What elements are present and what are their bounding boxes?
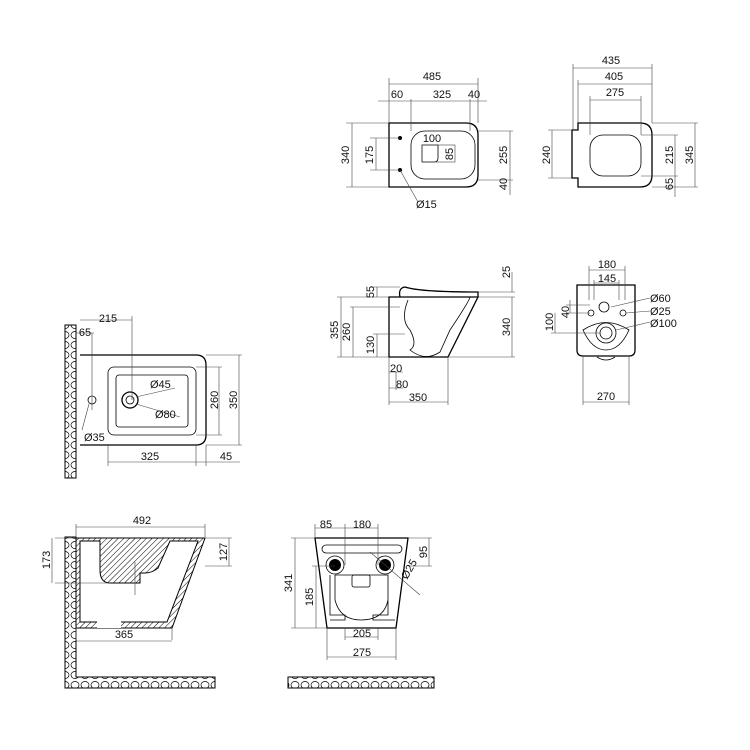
floor <box>287 676 435 689</box>
dim-d25-bidet: Ø25 <box>399 557 420 581</box>
dim-60: 60 <box>391 89 403 101</box>
dim-80: 80 <box>396 379 408 391</box>
dim-205: 205 <box>353 628 371 640</box>
dim-d80: Ø80 <box>155 409 176 421</box>
dim-100-rear: 100 <box>544 313 556 331</box>
dim-325-bidet: 325 <box>141 451 159 463</box>
dim-180-bidet: 180 <box>353 519 371 531</box>
dim-40-vertical: 40 <box>498 178 510 190</box>
dim-350-side: 350 <box>409 392 427 404</box>
dim-25: 25 <box>501 266 513 278</box>
dim-d45: Ø45 <box>150 379 171 391</box>
dim-85: 85 <box>320 519 332 531</box>
dim-255: 255 <box>498 146 510 164</box>
dim-260-side: 260 <box>341 323 353 341</box>
dim-345: 345 <box>684 146 696 164</box>
dim-173: 173 <box>41 551 53 569</box>
dim-20: 20 <box>390 363 402 375</box>
bidet-side-view: 492 173 127 365 <box>41 515 232 689</box>
dim-365: 365 <box>115 629 133 641</box>
wall <box>64 324 77 479</box>
dim-270: 270 <box>597 391 615 403</box>
wc-top-view: 485 60 325 40 340 175 100 85 255 40 Ø15 <box>340 71 513 211</box>
dim-275-bidet: 275 <box>353 647 371 659</box>
dim-405: 405 <box>605 71 623 83</box>
dim-435: 435 <box>602 55 620 67</box>
dim-d25-rear: Ø25 <box>650 306 671 318</box>
bidet-rear-view: 85 180 95 341 185 Ø25 205 275 <box>283 519 435 689</box>
dim-95: 95 <box>418 546 430 558</box>
dim-45: 45 <box>220 451 232 463</box>
dim-d60: Ø60 <box>650 293 671 305</box>
dim-185: 185 <box>304 588 316 606</box>
dim-240: 240 <box>541 146 553 164</box>
dim-175: 175 <box>364 146 376 164</box>
dim-215: 215 <box>664 146 676 164</box>
dim-180-rear: 180 <box>598 259 616 271</box>
dim-275: 275 <box>606 87 624 99</box>
bidet-top-view: 215 65 Ø45 Ø80 260 350 325 45 Ø35 <box>64 313 242 479</box>
dim-340-side: 340 <box>501 318 513 336</box>
dim-65: 65 <box>664 178 676 190</box>
dim-260-bidet: 260 <box>209 391 221 409</box>
wc-side-view: 25 55 340 355 260 130 20 80 350 <box>329 266 515 405</box>
dim-215: 215 <box>99 313 117 325</box>
dim-145: 145 <box>598 273 616 285</box>
dim-55: 55 <box>365 286 377 298</box>
dim-355: 355 <box>329 321 341 339</box>
dim-40: 40 <box>468 89 480 101</box>
dim-d100: Ø100 <box>650 318 677 330</box>
wc-rear-view: 180 145 Ø60 Ø25 Ø100 40 100 270 <box>544 259 677 405</box>
dim-340: 340 <box>340 146 352 164</box>
dim-100: 100 <box>423 133 441 145</box>
seat-top-view: 435 405 275 240 215 345 65 <box>541 55 698 197</box>
dim-130: 130 <box>365 336 377 354</box>
dim-350-bidet: 350 <box>228 391 240 409</box>
dim-341: 341 <box>283 574 295 592</box>
dim-65-bidet: 65 <box>79 327 91 339</box>
dim-485: 485 <box>423 71 441 83</box>
dim-d35: Ø35 <box>84 432 105 444</box>
dim-85: 85 <box>444 148 456 160</box>
dim-d15: Ø15 <box>416 199 437 211</box>
dim-325: 325 <box>433 89 451 101</box>
dim-492: 492 <box>133 515 151 527</box>
dim-127: 127 <box>218 543 230 561</box>
dim-40-rear: 40 <box>560 306 572 318</box>
